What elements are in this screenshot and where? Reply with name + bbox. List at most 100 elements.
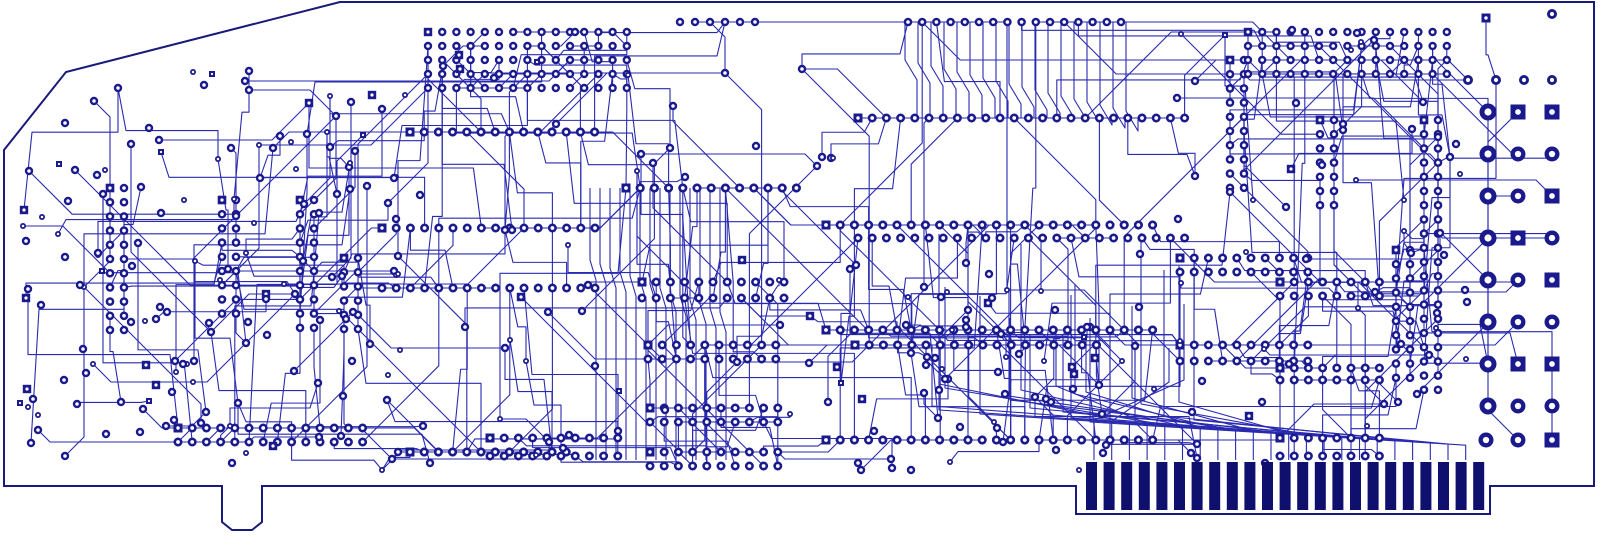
drill-hole bbox=[511, 72, 515, 76]
trace-layer bbox=[23, 18, 1553, 471]
drill-hole bbox=[1051, 343, 1056, 347]
drill-hole bbox=[1262, 347, 1266, 351]
drill-hole bbox=[218, 440, 223, 444]
drill-hole bbox=[909, 328, 914, 332]
copper-trace bbox=[217, 158, 229, 269]
copper-trace bbox=[245, 228, 301, 253]
drill-hole bbox=[924, 343, 928, 347]
drill-hole bbox=[1359, 72, 1364, 76]
drill-hole bbox=[866, 328, 871, 332]
drill-hole bbox=[719, 464, 723, 468]
ic-footprint bbox=[485, 433, 623, 461]
drill-hole bbox=[1416, 44, 1421, 48]
drill-hole bbox=[1242, 143, 1246, 148]
drill-hole bbox=[396, 254, 400, 258]
copper-trace bbox=[943, 22, 957, 118]
drill-hole bbox=[1192, 270, 1197, 274]
copper-trace bbox=[441, 74, 513, 231]
drill-hole bbox=[704, 464, 709, 468]
copper-trace bbox=[1250, 361, 1281, 381]
copper-trace bbox=[537, 131, 582, 228]
drill-hole bbox=[751, 186, 756, 190]
copper-trace bbox=[1395, 80, 1497, 293]
drill-hole bbox=[969, 236, 974, 240]
drill-hole bbox=[1422, 274, 1426, 279]
drill-hole bbox=[733, 450, 738, 454]
copper-trace bbox=[1008, 22, 1022, 118]
drill-hole bbox=[479, 286, 484, 290]
drill-hole bbox=[1436, 316, 1440, 321]
drill-hole bbox=[1436, 373, 1440, 378]
drill-hole bbox=[1484, 318, 1492, 326]
drill-hole bbox=[1436, 118, 1440, 122]
copper-trace bbox=[1261, 32, 1424, 103]
copper-trace bbox=[579, 131, 655, 188]
copper-trace bbox=[1485, 18, 1497, 81]
copper-trace bbox=[1322, 380, 1352, 439]
copper-trace bbox=[343, 329, 349, 429]
copper-trace bbox=[441, 74, 496, 133]
copper-trace bbox=[1081, 330, 1097, 441]
drill-hole bbox=[1023, 343, 1028, 347]
copper-trace bbox=[777, 451, 891, 460]
drill-hole bbox=[440, 30, 444, 34]
drill-hole bbox=[1040, 236, 1045, 240]
copper-trace bbox=[781, 187, 870, 225]
drill-hole bbox=[1069, 236, 1073, 240]
drill-hole bbox=[312, 254, 316, 259]
drill-hole bbox=[1422, 316, 1426, 321]
drill-hole bbox=[1242, 185, 1246, 190]
copper-trace bbox=[1193, 254, 1449, 460]
drill-hole bbox=[1436, 288, 1440, 293]
edge-finger bbox=[1191, 462, 1203, 510]
drill-hole bbox=[396, 450, 400, 454]
ic-footprint bbox=[339, 253, 363, 334]
drill-hole bbox=[428, 461, 432, 465]
drill-hole bbox=[36, 413, 40, 417]
drill-hole bbox=[488, 436, 492, 440]
drill-hole bbox=[1514, 150, 1522, 158]
copper-trace bbox=[299, 203, 389, 243]
drill-hole bbox=[454, 86, 459, 90]
drill-hole bbox=[1242, 100, 1246, 105]
drill-hole bbox=[1305, 343, 1310, 347]
drill-hole bbox=[422, 450, 427, 454]
drill-hole bbox=[994, 438, 999, 442]
drill-hole bbox=[580, 309, 584, 313]
drill-hole bbox=[773, 343, 778, 347]
drill-hole bbox=[912, 116, 917, 120]
drill-hole bbox=[925, 355, 929, 359]
drill-hole bbox=[582, 72, 586, 76]
drill-hole bbox=[568, 58, 572, 62]
drill-hole bbox=[122, 242, 126, 247]
drill-hole bbox=[866, 223, 871, 227]
edge-finger bbox=[1226, 462, 1238, 510]
copper-trace bbox=[525, 360, 562, 456]
drill-hole bbox=[1150, 438, 1155, 442]
drill-hole bbox=[458, 67, 462, 71]
drill-hole bbox=[1008, 328, 1013, 332]
drill-hole bbox=[778, 323, 782, 327]
drill-hole bbox=[1356, 306, 1360, 310]
drill-hole bbox=[220, 283, 224, 288]
drill-hole bbox=[464, 130, 469, 134]
drill-hole bbox=[835, 365, 839, 369]
copper-trace bbox=[455, 60, 500, 89]
copper-trace bbox=[672, 106, 740, 189]
drill-hole bbox=[1355, 31, 1359, 35]
drill-hole bbox=[999, 332, 1003, 336]
drill-hole bbox=[733, 464, 738, 468]
drill-hole bbox=[1349, 454, 1353, 458]
ic-footprint bbox=[105, 183, 129, 335]
drill-hole bbox=[889, 457, 893, 461]
copper-trace bbox=[684, 297, 855, 440]
drill-hole bbox=[554, 86, 558, 90]
copper-trace bbox=[299, 109, 383, 215]
drill-hole bbox=[1445, 30, 1449, 34]
copper-trace bbox=[627, 74, 670, 188]
drill-hole bbox=[1318, 132, 1322, 137]
drill-hole bbox=[176, 426, 180, 430]
drill-hole bbox=[708, 20, 712, 24]
drill-hole bbox=[1278, 378, 1282, 382]
drill-hole bbox=[1003, 392, 1007, 396]
